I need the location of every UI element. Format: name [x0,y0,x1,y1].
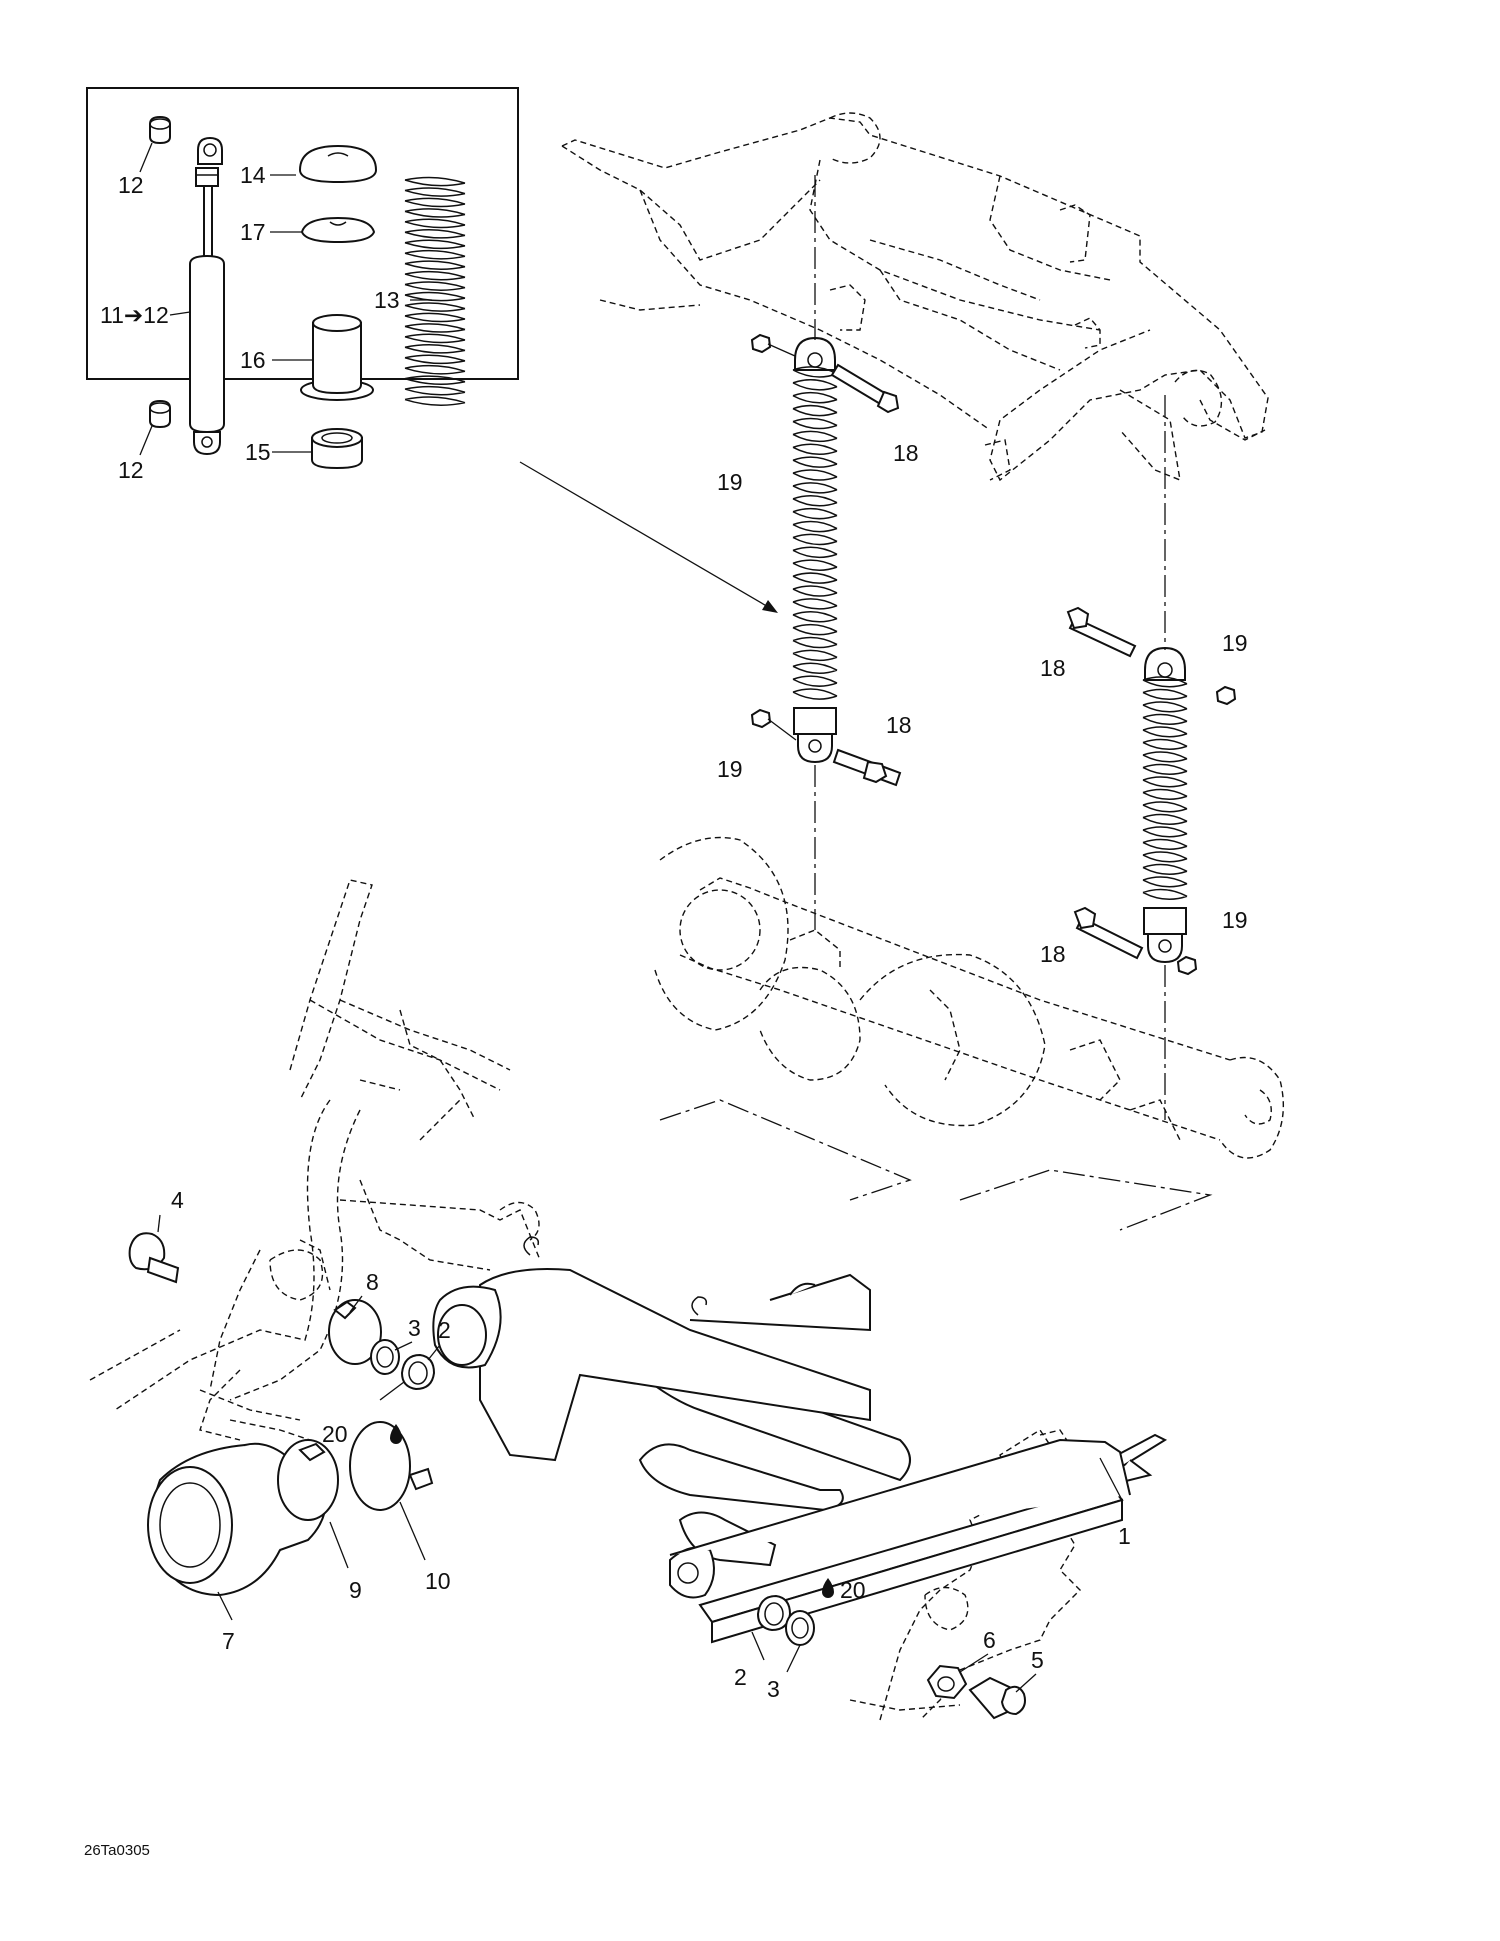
callout-10: 10 [425,1568,451,1594]
grease-drop-icon [390,1424,402,1444]
callout-19-c: 19 [717,756,743,782]
callout-1: 1 [1118,1523,1131,1549]
nut-19-b[interactable] [750,708,772,729]
callout-18-a: 18 [893,440,919,466]
spring-sleeve[interactable] [300,314,374,401]
bolt-18-c[interactable] [1066,606,1137,658]
shock-assembly-right[interactable] [1142,646,1188,964]
callout-20-lower: 20 [840,1577,866,1603]
bolt-18-b[interactable] [832,748,902,787]
callout-19-a: 19 [717,469,743,495]
callout-16: 16 [240,347,266,373]
grease-drop-icon [822,1578,834,1598]
callout-2-upper: 2 [438,1317,451,1343]
seal-3-lower[interactable] [785,1610,815,1646]
callout-6: 6 [983,1627,996,1653]
callout-11-to-12: 11➔12 [100,302,169,328]
bolt-18-d[interactable] [1073,906,1144,960]
bolt-18-a[interactable] [830,363,900,414]
nut-19-c[interactable] [1215,685,1237,706]
callout-20-upper: 20 [322,1421,348,1447]
callout-18-b: 18 [1040,655,1066,681]
shock-absorber-body[interactable] [189,136,225,456]
seal-3-upper[interactable] [370,1339,400,1375]
inset-pointer-arrow [519,461,778,613]
callout-7: 7 [222,1628,235,1654]
clamp-8[interactable] [328,1299,382,1365]
callout-15: 15 [245,439,271,465]
callout-19-d: 19 [1222,907,1248,933]
shock-assembly-left[interactable] [792,336,838,764]
callout-9: 9 [349,1577,362,1603]
callout-4: 4 [171,1187,184,1213]
shock-detail-inset: 12 14 17 11➔12 13 16 12 15 [86,87,519,483]
nut-19-d[interactable] [1176,955,1198,976]
bearing-2-lower[interactable] [756,1594,792,1632]
spring-seat[interactable] [298,144,378,184]
drawing-code: 26Ta0305 [84,1842,150,1859]
callout-3-lower: 3 [767,1676,780,1702]
callout-12-bottom: 12 [118,457,144,483]
callout-17: 17 [240,219,266,245]
rear-axle-assembly [654,836,1285,1159]
clamp-9[interactable] [277,1439,339,1521]
callout-18-d: 18 [1040,941,1066,967]
callout-14: 14 [240,162,266,188]
bearing-2-upper[interactable] [400,1353,436,1391]
callout-8: 8 [366,1269,379,1295]
bushing-bottom[interactable] [149,399,171,429]
callout-2-lower: 2 [734,1664,747,1690]
callout-3-upper: 3 [408,1315,421,1341]
nut-6[interactable] [926,1664,968,1700]
bushing-top[interactable] [149,115,171,145]
coil-spring[interactable] [404,176,466,406]
clamp-10[interactable] [349,1421,434,1511]
swing-arm[interactable] [432,1236,1168,1644]
callout-19-b: 19 [1222,630,1248,656]
spring-retainer[interactable] [300,216,376,244]
pivot-bolt-cap[interactable] [128,1232,180,1284]
callout-18-c: 18 [886,712,912,738]
preload-adjuster[interactable] [311,428,363,470]
callout-13: 13 [374,287,400,313]
callout-5: 5 [1031,1647,1044,1673]
nut-19-a[interactable] [750,333,772,354]
rear-frame-upper [561,112,1269,482]
callout-12-top: 12 [118,172,144,198]
pivot-bolt-5[interactable] [968,1676,1026,1720]
